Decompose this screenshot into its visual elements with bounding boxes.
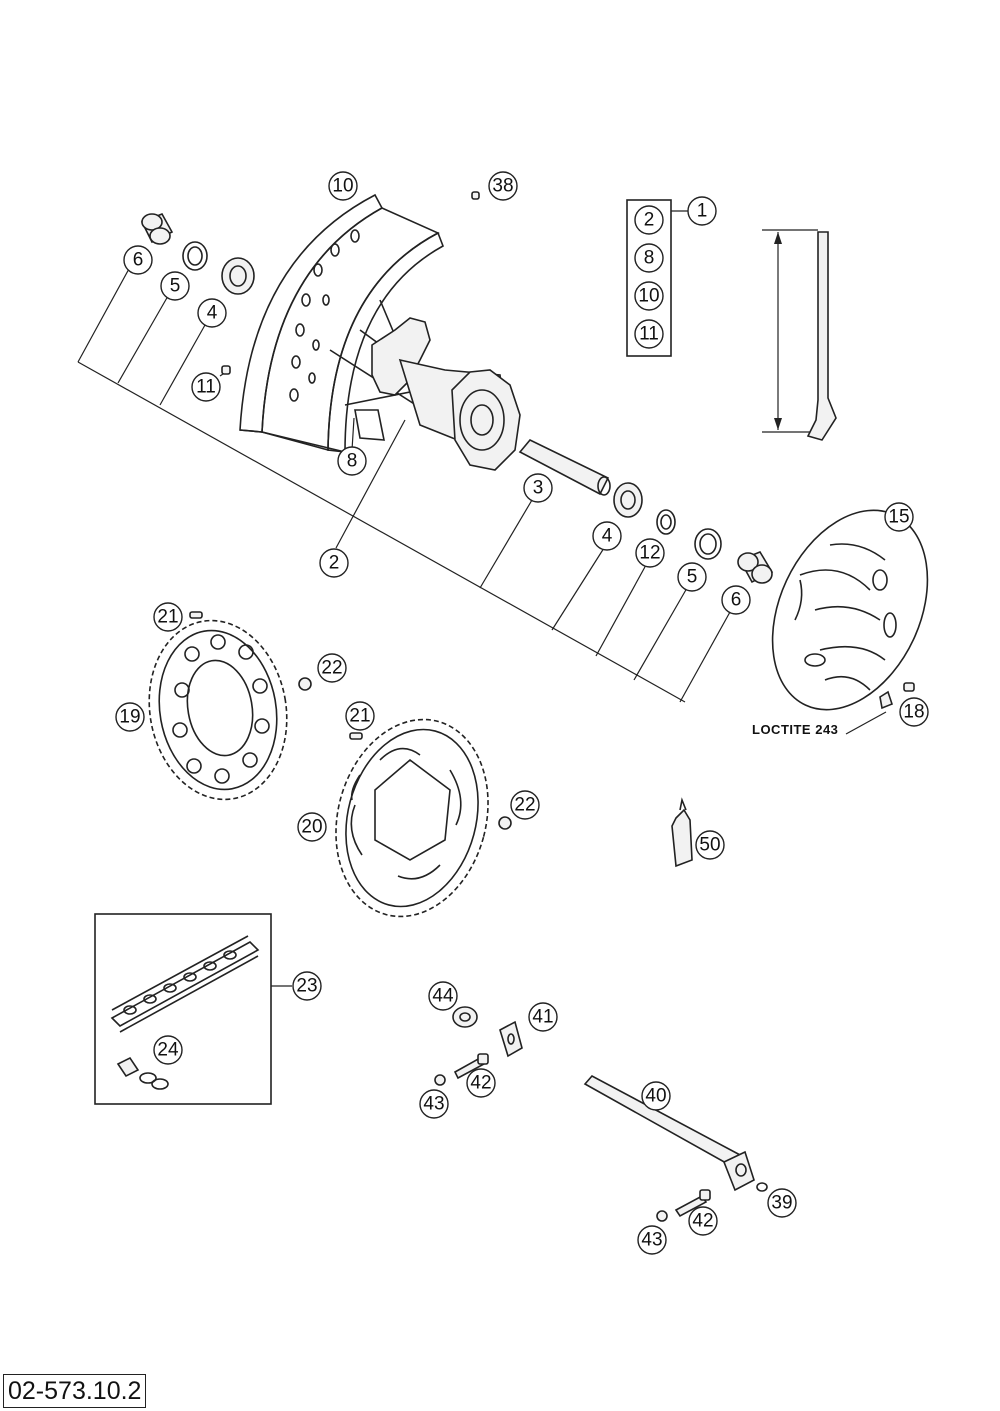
callout-42b: 42 (688, 1206, 718, 1236)
svg-text:21: 21 (157, 607, 178, 628)
callout-12: 12 (635, 538, 665, 568)
spoke-dimension (762, 229, 837, 441)
callout-4: 4 (197, 298, 227, 328)
svg-text:1: 1 (697, 201, 708, 222)
svg-text:44: 44 (432, 986, 454, 1007)
rim-spoke-holes (289, 229, 360, 402)
svg-text:6: 6 (133, 250, 144, 271)
wheel-hub (329, 299, 521, 471)
callout-24: 24 (153, 1035, 183, 1065)
callout-22a: 22 (317, 653, 347, 683)
callout-21b: 21 (345, 701, 375, 731)
brake-disc (771, 509, 929, 735)
wheel-rim (239, 193, 444, 453)
kit-item-3: 10 (634, 281, 664, 311)
kit-item-2: 8 (634, 243, 664, 273)
loctite-bottle (671, 797, 693, 868)
svg-text:41: 41 (532, 1007, 553, 1028)
svg-text:22: 22 (514, 795, 535, 816)
callout-44: 44 (428, 981, 458, 1011)
callout-50: 50 (695, 830, 725, 860)
callout-18: 18 (899, 697, 929, 727)
spoke-shape (806, 231, 837, 441)
drawing-number: 02-573.10.2 (3, 1374, 147, 1408)
callout-38: 38 (488, 171, 518, 201)
svg-text:38: 38 (492, 176, 513, 197)
axle (583, 1074, 768, 1222)
callout-23: 23 (292, 971, 322, 1001)
svg-text:24: 24 (157, 1040, 179, 1061)
callout-43a: 43 (419, 1089, 449, 1119)
svg-text:4: 4 (602, 526, 613, 547)
sprocket-20 (335, 718, 512, 918)
loctite-label: LOCTITE 243 (752, 722, 838, 737)
callout-19: 19 (115, 702, 145, 732)
callout-21a: 21 (153, 602, 183, 632)
svg-text:22: 22 (321, 658, 342, 679)
callout-40: 40 (641, 1081, 671, 1111)
svg-text:20: 20 (301, 817, 322, 838)
callout-39: 39 (767, 1188, 797, 1218)
kit-item-1: 2 (634, 205, 664, 235)
svg-text:12: 12 (639, 543, 660, 564)
callout-3: 3 (523, 473, 553, 503)
svg-text:11: 11 (639, 324, 659, 345)
svg-text:42: 42 (470, 1073, 491, 1094)
kit-box (626, 199, 688, 357)
callouts: 10 38 1 2 8 10 11 6 5 4 11 8 2 3 4 12 5 … (115, 171, 929, 1255)
chain-box (94, 913, 292, 1105)
callout-5: 5 (160, 271, 190, 301)
callout-10: 10 (328, 171, 358, 201)
callout-42a: 42 (466, 1068, 496, 1098)
svg-text:5: 5 (170, 276, 181, 297)
svg-text:2: 2 (329, 553, 340, 574)
callout-43b: 43 (637, 1225, 667, 1255)
svg-text:5: 5 (687, 567, 698, 588)
callout-1: 1 (687, 196, 717, 226)
adjuster-parts (434, 1006, 523, 1086)
left-hub-parts (140, 212, 255, 375)
callout-8: 8 (337, 446, 367, 476)
svg-text:4: 4 (207, 303, 218, 324)
callout-22b: 22 (510, 790, 540, 820)
callout-5b: 5 (677, 562, 707, 592)
callout-15: 15 (884, 502, 914, 532)
svg-text:8: 8 (347, 451, 358, 472)
svg-text:8: 8 (644, 248, 655, 269)
callout-11: 11 (191, 372, 221, 402)
svg-text:15: 15 (888, 507, 909, 528)
svg-text:10: 10 (332, 176, 353, 197)
svg-text:43: 43 (423, 1094, 444, 1115)
callout-6: 6 (123, 245, 153, 275)
callout-4b: 4 (592, 521, 622, 551)
chain-links (123, 950, 237, 1015)
svg-text:39: 39 (771, 1193, 792, 1214)
kit-item-4: 11 (634, 319, 664, 349)
callout-20: 20 (297, 812, 327, 842)
svg-text:2: 2 (644, 210, 655, 231)
callout-41: 41 (528, 1002, 558, 1032)
svg-text:42: 42 (692, 1211, 713, 1232)
svg-text:18: 18 (903, 702, 924, 723)
svg-text:43: 43 (641, 1230, 662, 1251)
part-38-shape (471, 191, 480, 200)
svg-text:50: 50 (699, 835, 720, 856)
assembly-leader-lines (77, 266, 731, 703)
svg-text:21: 21 (349, 706, 370, 727)
svg-text:6: 6 (731, 590, 742, 611)
callout-6b: 6 (721, 585, 751, 615)
svg-text:11: 11 (196, 377, 216, 398)
svg-text:10: 10 (638, 286, 659, 307)
svg-text:40: 40 (645, 1086, 666, 1107)
right-hub-parts (518, 439, 774, 584)
callout-2: 2 (319, 548, 349, 578)
sprocket-19 (148, 611, 312, 801)
svg-text:23: 23 (296, 976, 317, 997)
svg-text:19: 19 (119, 707, 140, 728)
svg-text:3: 3 (533, 478, 544, 499)
